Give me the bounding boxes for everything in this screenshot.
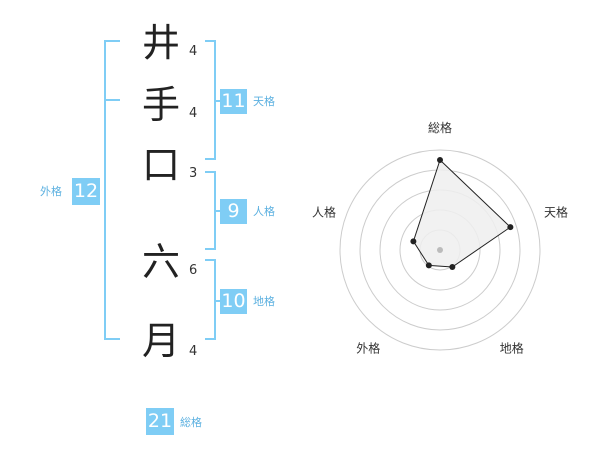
stroke-count-1: 4 <box>189 44 198 59</box>
tenkaku-badge: 11 <box>220 89 247 114</box>
stroke-count-2: 4 <box>189 106 198 121</box>
radar-point-2 <box>507 224 514 231</box>
radar-axis-label-1: 総格 <box>428 120 452 135</box>
jinkaku-label: 人格 <box>253 205 275 218</box>
tenkaku-bracket-top <box>205 40 216 42</box>
gaikaku-label: 外格 <box>40 185 62 198</box>
gaikaku-bracket-top <box>104 40 120 42</box>
soukaku-label: 総格 <box>180 416 202 429</box>
stroke-count-4: 6 <box>189 263 198 278</box>
radar-axis-label-2: 天格 <box>544 204 568 219</box>
jinkaku-bracket-stub <box>214 210 222 212</box>
jinkaku-badge: 9 <box>220 199 247 224</box>
name-char-4: 六 <box>142 240 181 284</box>
radar-axis-label-3: 地格 <box>500 341 524 356</box>
radar-point-4 <box>425 262 432 269</box>
tenkaku-bracket-stub <box>214 100 222 102</box>
gaikaku-badge: 12 <box>72 178 100 205</box>
radar-point-3 <box>449 263 456 270</box>
chikaku-bracket-vertical <box>214 259 216 340</box>
stroke-count-3: 3 <box>189 166 198 181</box>
radar-point-1 <box>437 157 443 163</box>
chikaku-bracket-top <box>205 259 216 261</box>
name-char-1: 井 <box>142 21 181 65</box>
chikaku-label: 地格 <box>253 295 275 308</box>
chikaku-bracket-bottom <box>205 338 216 340</box>
radar-grid-ring-5 <box>339 149 541 351</box>
radar-axis-label-4: 外格 <box>356 341 380 356</box>
jinkaku-bracket-bottom <box>205 248 216 250</box>
soukaku-badge: 21 <box>146 408 174 435</box>
name-char-5: 月 <box>142 319 181 363</box>
name-char-3: 口 <box>142 143 181 187</box>
chikaku-badge: 10 <box>220 289 247 314</box>
radar-data-polygon <box>412 159 512 268</box>
radar-axis-label-5: 人格 <box>312 204 336 219</box>
radar-center-dot <box>437 247 443 253</box>
gaikaku-bracket-mid <box>104 99 120 101</box>
tenkaku-bracket-bottom <box>205 158 216 160</box>
jinkaku-bracket-top <box>205 171 216 173</box>
tenkaku-label: 天格 <box>253 95 275 108</box>
chikaku-bracket-stub <box>214 300 222 302</box>
gaikaku-bracket-vertical <box>104 40 106 340</box>
gaikaku-bracket-bottom <box>104 338 120 340</box>
name-char-2: 手 <box>142 83 181 127</box>
radar-point-5 <box>410 238 417 245</box>
stroke-count-5: 4 <box>189 344 198 359</box>
